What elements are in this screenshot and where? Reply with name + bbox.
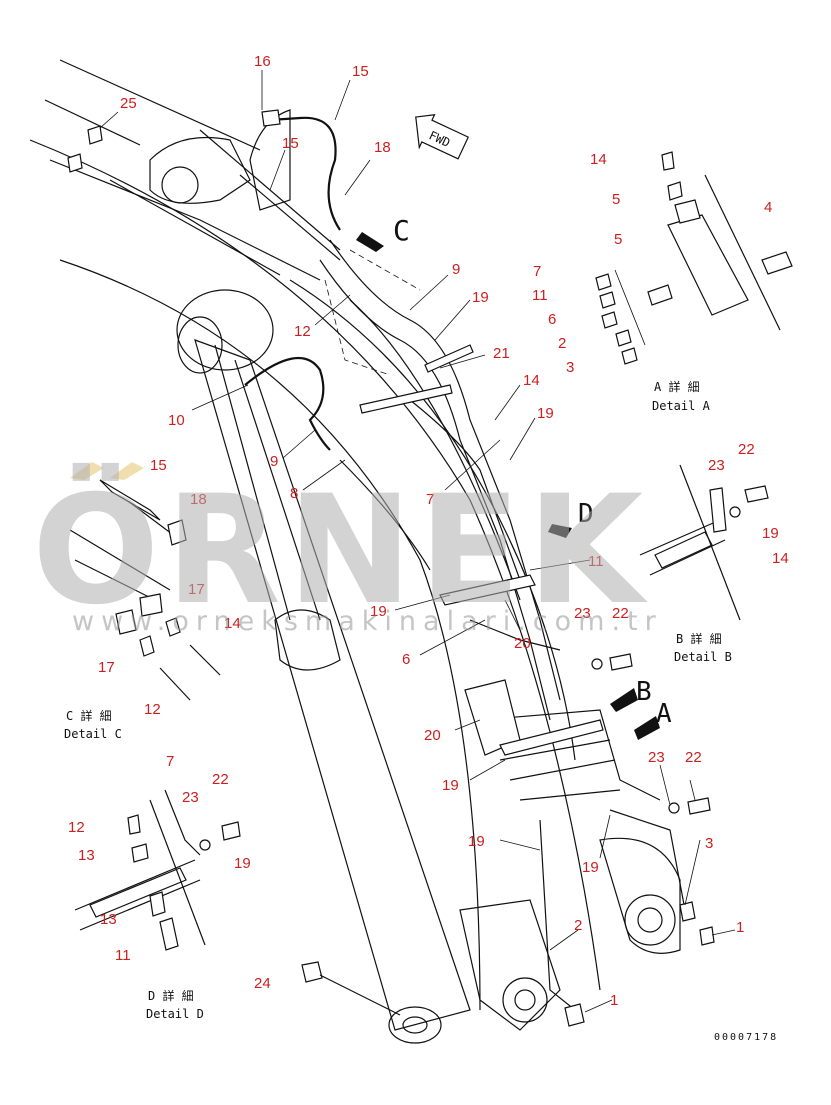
callout-c-12: 12 <box>144 701 161 718</box>
drawing-number: 00007178 <box>714 1032 778 1043</box>
view-letter-a: A <box>656 699 672 729</box>
callout-24: 24 <box>254 975 271 992</box>
top-bracket <box>149 109 341 261</box>
view-letter-c: C <box>393 214 410 247</box>
callout-9b: 9 <box>270 453 278 470</box>
detail-b-en: Detail B <box>674 650 732 664</box>
callout-c-15: 15 <box>150 457 167 474</box>
view-letter-d: D <box>578 499 594 529</box>
small-fittings <box>67 109 715 1027</box>
watermark-site: www.orneksmakinalari.com.tr <box>72 606 663 637</box>
callout-11: 11 <box>588 553 604 570</box>
callout-c-18: 18 <box>190 491 207 508</box>
callout-b-19: 19 <box>762 525 779 542</box>
callout-14: 14 <box>523 372 540 389</box>
detail-c-en: Detail C <box>64 727 122 741</box>
hydraulic-cylinder <box>176 289 471 1044</box>
callout-d-11: 11 <box>115 947 131 964</box>
callout-22b: 22 <box>612 605 629 622</box>
callout-15b: 15 <box>282 135 299 152</box>
callout-1b: 1 <box>736 919 744 936</box>
callout-19e: 19 <box>468 833 485 850</box>
callout-c-14: 14 <box>224 615 241 632</box>
callout-b-22: 22 <box>738 441 755 458</box>
view-letter-b: B <box>636 677 652 707</box>
callout-1a: 1 <box>610 992 618 1009</box>
callout-12: 12 <box>294 323 311 340</box>
boom-structure <box>29 59 681 1031</box>
leader-lines <box>99 70 736 1013</box>
callout-d-22: 22 <box>212 771 229 788</box>
callout-22: 22 <box>685 749 702 766</box>
detail-a-drawing <box>595 151 793 365</box>
callout-a-5b: 5 <box>614 231 622 248</box>
detail-b-drawing <box>639 464 769 621</box>
callout-b-14: 14 <box>772 550 789 567</box>
detail-d-callouts: 7 22 23 12 13 19 13 11 <box>68 753 251 964</box>
detail-c-jp: C 詳 細 <box>66 708 112 723</box>
callout-a-6: 6 <box>548 311 556 328</box>
callout-10: 10 <box>168 412 185 429</box>
callout-d-12: 12 <box>68 819 85 836</box>
callout-a-7: 7 <box>533 263 541 280</box>
callout-a-11: 11 <box>532 287 548 304</box>
callout-19a: 19 <box>472 289 489 306</box>
detail-labels: A 詳 細 Detail A B 詳 細 Detail B C 詳 細 Deta… <box>64 379 732 1021</box>
callout-a-4: 4 <box>764 199 772 216</box>
hose-lines <box>244 116 686 1011</box>
callout-a-3: 3 <box>566 359 574 376</box>
callout-25: 25 <box>120 95 137 112</box>
callout-c-17a: 17 <box>188 581 205 598</box>
callout-16: 16 <box>254 53 271 70</box>
callout-8: 8 <box>290 485 298 502</box>
detail-d-jp: D 詳 細 <box>148 988 194 1003</box>
callout-d-23: 23 <box>182 789 199 806</box>
detail-d-en: Detail D <box>146 1007 204 1021</box>
callout-19d: 19 <box>442 777 459 794</box>
detail-c-callouts: 15 18 17 17 14 12 <box>98 457 241 718</box>
callout-23b: 23 <box>574 605 591 622</box>
callout-a-5a: 5 <box>612 191 620 208</box>
fwd-marker: FWD <box>415 114 470 160</box>
callout-19b: 19 <box>537 405 554 422</box>
detail-b-jp: B 詳 細 <box>676 631 722 646</box>
callout-19c: 19 <box>370 603 387 620</box>
callout-21: 21 <box>493 345 510 362</box>
callout-a-2: 2 <box>558 335 566 352</box>
callout-20b: 20 <box>424 727 441 744</box>
dashed-guides <box>324 249 421 376</box>
watermark: ÖRNEK www.orneksmakinalari.com.tr <box>32 462 663 638</box>
callout-a-14: 14 <box>590 151 607 168</box>
callout-c-17b: 17 <box>98 659 115 676</box>
callout-15a: 15 <box>352 63 369 80</box>
detail-b-callouts: 23 22 19 14 <box>708 441 789 567</box>
view-arrows <box>356 232 660 740</box>
detail-d-drawing <box>74 789 241 951</box>
callout-7: 7 <box>426 491 434 508</box>
callout-2: 2 <box>574 917 582 934</box>
main-callouts: 16 15 25 15 18 9 19 12 21 10 14 9 19 8 7… <box>120 53 744 1009</box>
callout-d-13b: 13 <box>100 911 117 928</box>
watermark-brand: ÖRNEK <box>32 462 649 638</box>
detail-a-jp: A 詳 細 <box>654 379 700 394</box>
callout-19f: 19 <box>582 859 599 876</box>
callout-d-13a: 13 <box>78 847 95 864</box>
detail-a-en: Detail A <box>652 399 711 413</box>
callout-d-19: 19 <box>234 855 251 872</box>
callout-6: 6 <box>402 651 410 668</box>
callout-b-23: 23 <box>708 457 725 474</box>
callout-20a: 20 <box>514 635 531 652</box>
detail-c-drawing <box>69 479 221 701</box>
callout-d-7: 7 <box>166 753 174 770</box>
callout-18: 18 <box>374 139 391 156</box>
fwd-text: FWD <box>427 128 453 150</box>
callout-3: 3 <box>705 835 713 852</box>
callout-9a: 9 <box>452 261 460 278</box>
callout-23: 23 <box>648 749 665 766</box>
detail-a-callouts: 14 5 5 4 7 11 6 2 3 <box>532 151 772 376</box>
